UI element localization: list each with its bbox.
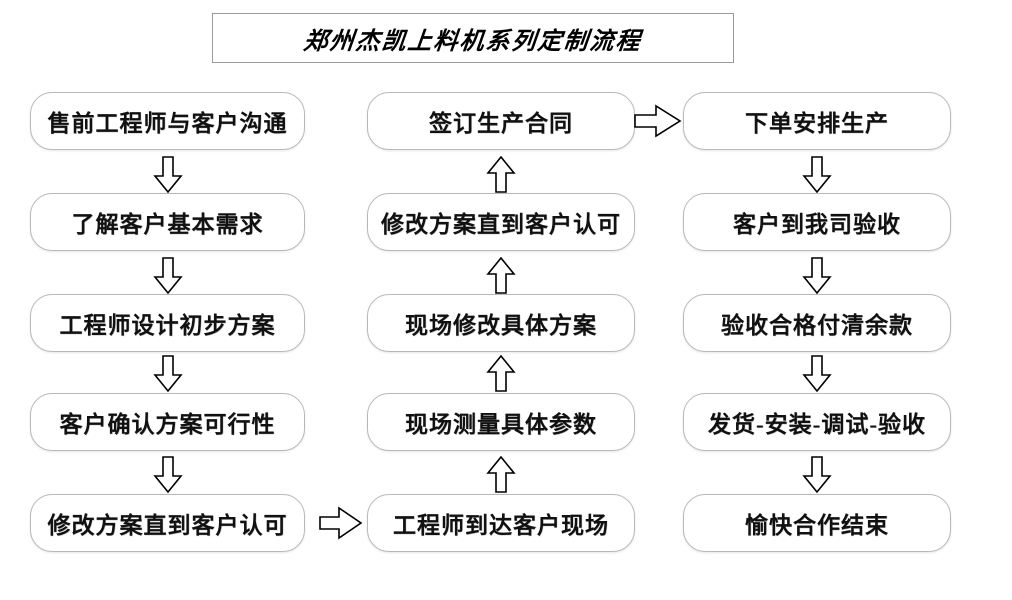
flow-node-customer-inspection[interactable]: 客户到我司验收 — [683, 193, 951, 251]
flow-node-onsite-revise-plan[interactable]: 现场修改具体方案 — [367, 294, 635, 352]
arrow-up-icon — [483, 257, 519, 295]
arrow-up-icon — [483, 456, 519, 494]
flow-node-engineer-arrives[interactable]: 工程师到达客户现场 — [367, 494, 635, 552]
flow-node-design-draft[interactable]: 工程师设计初步方案 — [30, 294, 305, 352]
arrow-down-icon — [799, 456, 835, 494]
arrow-down-icon — [799, 355, 835, 393]
arrow-down-icon — [799, 156, 835, 194]
chart-title-box: 郑州杰凯上料机系列定制流程 — [212, 13, 734, 63]
flow-node-label: 验收合格付清余款 — [721, 313, 913, 338]
flow-node-label: 售前工程师与客户沟通 — [47, 111, 288, 136]
arrow-up-icon — [483, 355, 519, 393]
flow-node-label: 客户到我司验收 — [733, 212, 901, 237]
flow-node-ship-install-debug-accept[interactable]: 发货-安装-调试-验收 — [683, 393, 951, 451]
flow-node-understand-needs[interactable]: 了解客户基本需求 — [30, 193, 305, 251]
flow-node-label: 了解客户基本需求 — [71, 212, 264, 237]
arrow-up-icon — [483, 156, 519, 194]
flow-node-label: 愉快合作结束 — [745, 513, 889, 538]
flow-node-sign-contract[interactable]: 签订生产合同 — [367, 92, 635, 150]
arrow-down-icon — [150, 355, 186, 393]
flow-node-customer-confirm[interactable]: 客户确认方案可行性 — [30, 393, 305, 451]
flow-node-label: 下单安排生产 — [745, 111, 889, 136]
arrow-right-icon — [319, 505, 363, 541]
arrow-down-icon — [799, 257, 835, 295]
flow-node-revise-until-approved-2[interactable]: 修改方案直到客户认可 — [367, 193, 635, 251]
arrow-down-icon — [150, 456, 186, 494]
flow-node-cooperation-end[interactable]: 愉快合作结束 — [683, 494, 951, 552]
flow-node-revise-until-approved[interactable]: 修改方案直到客户认可 — [30, 494, 305, 552]
flow-node-label: 客户确认方案可行性 — [59, 412, 276, 437]
flow-node-presales-communicate[interactable]: 售前工程师与客户沟通 — [30, 92, 305, 150]
arrow-right-icon — [634, 103, 682, 139]
flow-node-label: 修改方案直到客户认可 — [47, 513, 288, 538]
flow-node-label: 现场修改具体方案 — [405, 313, 597, 338]
flow-node-label: 签订生产合同 — [429, 111, 573, 136]
flow-node-label: 工程师到达客户现场 — [393, 513, 609, 538]
flow-node-label: 修改方案直到客户认可 — [381, 212, 621, 237]
flow-node-label: 工程师设计初步方案 — [59, 313, 276, 338]
flow-node-pay-balance[interactable]: 验收合格付清余款 — [683, 294, 951, 352]
flow-node-onsite-measure[interactable]: 现场测量具体参数 — [367, 393, 635, 451]
page-title: 郑州杰凯上料机系列定制流程 — [302, 28, 643, 55]
flow-node-label: 现场测量具体参数 — [405, 412, 597, 437]
arrow-down-icon — [150, 156, 186, 194]
arrow-down-icon — [150, 257, 186, 295]
flow-node-place-order[interactable]: 下单安排生产 — [683, 92, 951, 150]
flow-node-label: 发货-安装-调试-验收 — [708, 412, 926, 437]
